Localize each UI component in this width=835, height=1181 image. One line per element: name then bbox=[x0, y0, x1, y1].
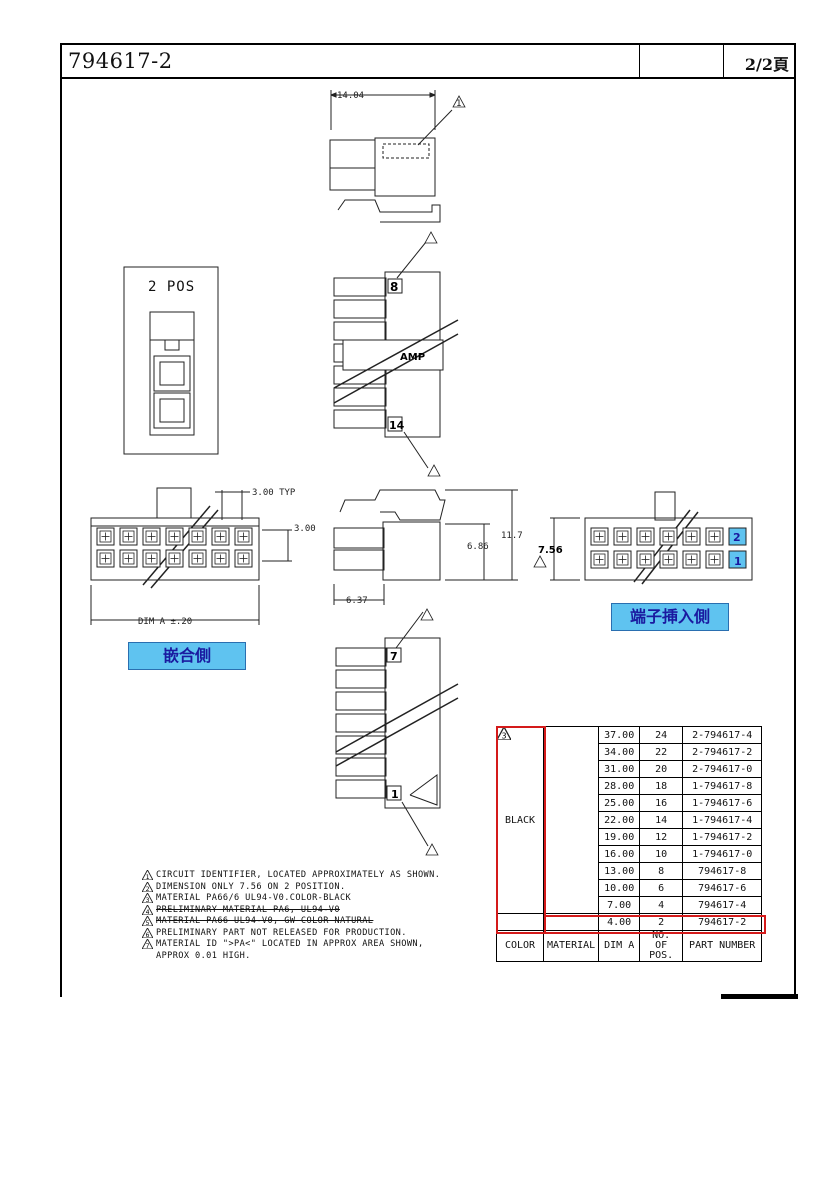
material-cell: 3 bbox=[496, 726, 600, 914]
two-pos-view-frame bbox=[123, 266, 219, 455]
mating-side-front-view bbox=[90, 487, 292, 625]
circuit-id-1: 1 bbox=[391, 788, 399, 801]
title-block-cell bbox=[639, 45, 724, 77]
dim-total-height: 11.7 bbox=[501, 531, 523, 541]
dim-inner-height: 6.86 bbox=[467, 542, 489, 552]
title-block-page-cell: 2/2頁 bbox=[723, 45, 797, 77]
material-note-triangle-icon: 3 bbox=[496, 726, 511, 740]
material-cell-last: 2 3 bbox=[496, 726, 600, 931]
two-pos-label: 2 POS bbox=[148, 279, 196, 295]
svg-text:6: 6 bbox=[146, 932, 150, 938]
mating-side-label: 嵌合側 bbox=[128, 642, 246, 670]
note-7-continued: APPROX 0.01 HIGH. bbox=[156, 950, 251, 961]
circuit-id-8: 8 bbox=[390, 280, 398, 294]
part-number-table: BLACK 3 37.00 24 2-794617-4 34.00222-794… bbox=[496, 726, 763, 962]
svg-text:4: 4 bbox=[146, 909, 150, 915]
dim-row-pitch: 3.00 bbox=[294, 524, 316, 534]
brand-mark: AMP bbox=[400, 352, 425, 363]
header-material: MATERIAL bbox=[542, 930, 600, 962]
note-triangle-icon bbox=[420, 608, 434, 621]
pos-cell: 24 bbox=[639, 726, 684, 744]
svg-text:1: 1 bbox=[146, 874, 150, 880]
sheet-footer-bar bbox=[721, 994, 798, 999]
tri-num: 1 bbox=[456, 99, 461, 109]
header-dim-a: DIM A bbox=[598, 930, 641, 962]
title-block: 794617-2 2/2頁 bbox=[62, 45, 794, 79]
circuit-id-14: 14 bbox=[389, 419, 405, 432]
svg-text:3: 3 bbox=[501, 730, 506, 739]
header-color: COLOR bbox=[496, 930, 544, 962]
note-triangle-icon bbox=[424, 231, 438, 244]
dim-depth: 6.37 bbox=[346, 596, 368, 606]
dim-pitch: 3.00 TYP bbox=[252, 488, 296, 498]
two-pos-connector bbox=[149, 311, 195, 436]
color-cell-continued bbox=[496, 913, 544, 931]
center-side-view bbox=[333, 241, 459, 469]
note-triangle-icon bbox=[533, 555, 547, 568]
color-cell: BLACK bbox=[496, 726, 544, 914]
svg-text:2: 2 bbox=[146, 886, 150, 892]
svg-text:3: 3 bbox=[146, 897, 150, 903]
part-cell: 2-794617-4 bbox=[682, 726, 763, 744]
header-part-number: PART NUMBER bbox=[682, 930, 763, 962]
svg-text:7: 7 bbox=[146, 943, 150, 949]
page-number: 2/2頁 bbox=[744, 55, 789, 74]
terminal-side-view bbox=[550, 491, 753, 585]
top-side-view bbox=[329, 90, 453, 223]
dim-alt-height: 7.56 bbox=[538, 545, 563, 556]
dim-a-label: DIM A ±.20 bbox=[138, 617, 192, 627]
dim-cell: 37.00 bbox=[598, 726, 641, 744]
note-triangle-icon bbox=[427, 464, 441, 477]
terminal-side-label: 端子挿入側 bbox=[611, 603, 729, 631]
part-number-title: 794617-2 bbox=[68, 49, 173, 73]
cavity-id-2: 2 bbox=[733, 531, 741, 544]
middle-side-view bbox=[333, 489, 518, 605]
cavity-id-1: 1 bbox=[734, 555, 742, 568]
dim-top-width: 14.04 bbox=[337, 91, 364, 101]
terminal-cavity-grid bbox=[590, 527, 747, 569]
svg-text:5: 5 bbox=[146, 920, 150, 926]
circuit-id-7: 7 bbox=[390, 650, 398, 663]
bottom-side-view bbox=[335, 611, 459, 847]
drawing-sheet: 794617-2 2/2頁 bbox=[60, 43, 796, 997]
